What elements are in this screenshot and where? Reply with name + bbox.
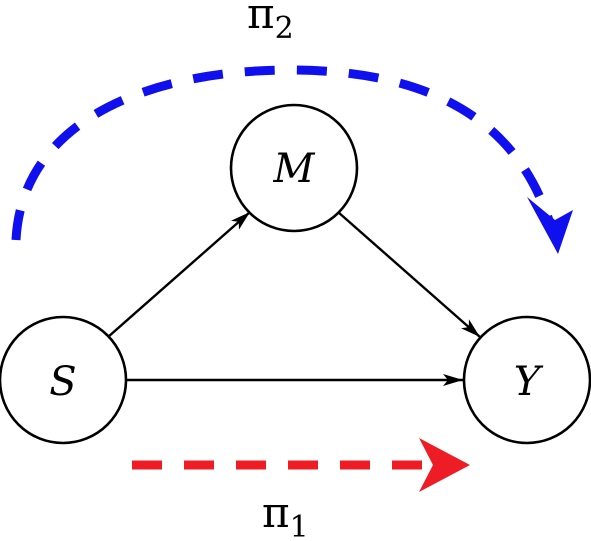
pathway-pi1-arrowhead bbox=[419, 438, 470, 492]
pi1-subscript: 1 bbox=[290, 510, 309, 541]
node-m-label: M bbox=[273, 146, 316, 192]
pi2-label: π2 bbox=[247, 0, 294, 46]
edge-s-to-m bbox=[107, 211, 251, 338]
pi2-subscript: 2 bbox=[275, 11, 294, 46]
node-y-label: Y bbox=[514, 359, 544, 405]
pi1-symbol: π bbox=[262, 488, 290, 537]
pathway-pi2-arrowhead bbox=[527, 197, 573, 254]
pathway-pi1 bbox=[132, 438, 470, 492]
pathway-pi2 bbox=[11, 65, 573, 254]
node-s-label: S bbox=[49, 359, 76, 405]
pi2-symbol: π bbox=[247, 0, 275, 38]
node-m: M bbox=[229, 103, 359, 233]
node-s: S bbox=[0, 315, 128, 445]
pathway-pi2-arc bbox=[11, 65, 557, 241]
edge-m-to-y bbox=[337, 211, 481, 338]
pi1-label: π1 bbox=[262, 488, 309, 541]
node-y: Y bbox=[462, 315, 591, 445]
